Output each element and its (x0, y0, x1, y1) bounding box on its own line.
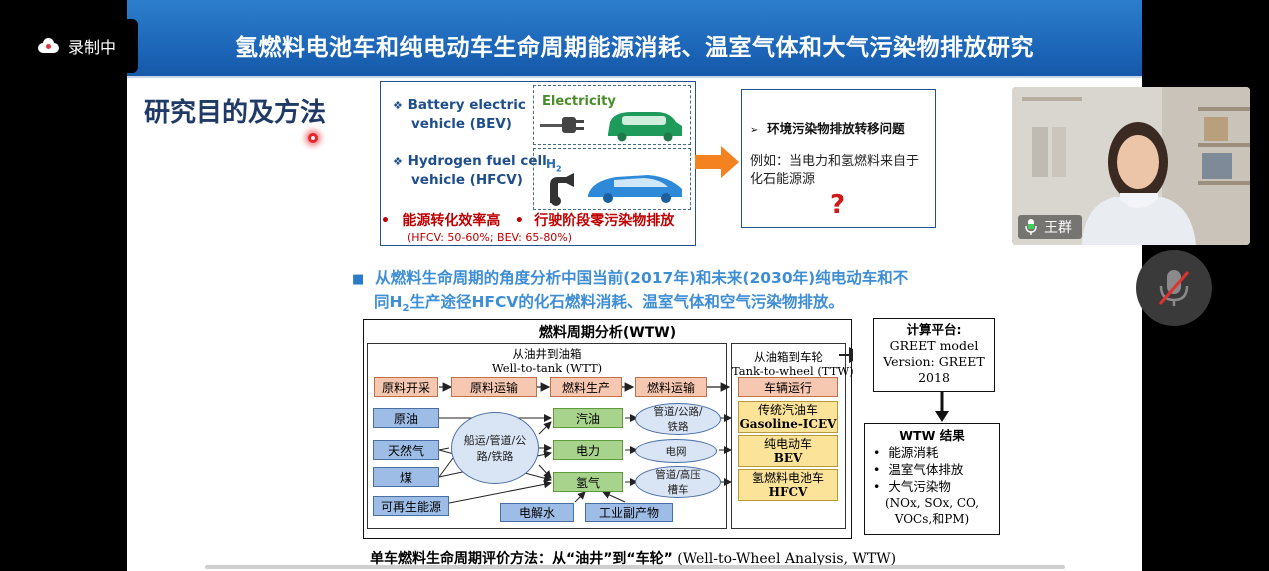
transport-ellipse: 船运/管道/公路/铁路 (451, 412, 539, 484)
question-mark: ? (830, 190, 846, 220)
results-title: WTW 结果 (899, 428, 965, 443)
platform-line2: Version: GREET (883, 354, 985, 369)
down-arrow-icon (935, 391, 949, 422)
efficiency-note: (HFCV: 50-60%; BEV: 65-80%) (407, 231, 573, 244)
wtt-title-en: Well-to-tank (WTT) (491, 361, 603, 375)
recording-indicator[interactable]: 录制中 (24, 19, 138, 73)
vehicle-types-box: ❖ Battery electric vehicle (BEV) ❖ Hydro… (380, 81, 696, 246)
section-title: 研究目的及方法 (144, 98, 327, 128)
wtw-title: 燃料周期分析(WTW) (538, 325, 677, 341)
stage-fuel-production: 燃料生产 (550, 377, 622, 397)
feedstock-coal: 煤 (373, 467, 439, 487)
stage-raw-transport: 原料运输 (451, 377, 537, 397)
ttw-title-en: Tank-to-wheel (TTW) (732, 364, 854, 378)
right-arrow-icon (695, 146, 739, 178)
stage-fuel-transport: 燃料运输 (635, 377, 707, 397)
platform-line1: GREET model (889, 338, 979, 353)
stage-raw-extraction: 原料开采 (374, 377, 438, 397)
feedstock-crude-oil: 原油 (373, 408, 439, 428)
mute-toggle-button[interactable] (1136, 250, 1212, 326)
participant-video-tile[interactable]: 王群 (1012, 87, 1250, 245)
wtt-title-cn: 从油井到油箱 (512, 347, 582, 361)
h2-source-byproduct: 工业副产物 (585, 503, 673, 522)
horizontal-scrollbar[interactable] (205, 565, 1065, 569)
stage-vehicle-operation: 车辆运行 (738, 377, 838, 397)
fuel-electricity: 电力 (553, 440, 623, 460)
fuel-gasoline: 汽油 (553, 408, 623, 428)
electricity-box: Electricity (533, 85, 691, 145)
hydrogen-car-icon (550, 173, 682, 206)
pollutants-line1: (NOx, SOx, CO, (884, 496, 979, 510)
presentation-slide: 氢燃料电池车和纯电动车生命周期能源消耗、温室气体和大气污染物排放研究 研究目的及… (127, 0, 1142, 571)
issue-example-2: 化石能源源 (750, 172, 816, 187)
transport-pipeline-road-rail: 管道/公路/铁路 (635, 403, 721, 435)
results-box: WTW 结果 • 能源消耗 • 温室气体排放 • 大气污染物 (NOx, SOx… (864, 423, 1000, 535)
plug-car-icon (540, 112, 682, 142)
ttw-panel: 从油箱到车轮 Tank-to-wheel (TTW) (731, 343, 854, 529)
recording-label: 录制中 (68, 38, 117, 57)
bev-label: ❖ Battery electric vehicle (BEV) (393, 97, 526, 132)
platform-box: 计算平台: GREET model Version: GREET 2018 (873, 318, 995, 392)
slide-title: 氢燃料电池车和纯电动车生命周期能源消耗、温室气体和大气污染物排放研究 (235, 35, 1034, 61)
laser-pointer (308, 133, 318, 143)
wtw-diagram: 燃料周期分析(WTW) (363, 319, 852, 539)
title-banner (127, 0, 1142, 76)
ttw-title-cn: 从油箱到车轮 (754, 350, 823, 364)
participant-name-tag: 王群 (1018, 215, 1082, 239)
banner-divider (127, 76, 1142, 78)
emission-transfer-box: ➢ 环境污染物排放转移问题 例如：当电力和氢燃料来自于 化石能源源 ? (741, 89, 936, 228)
wtt-panel: 从油井到油箱 Well-to-tank (WTT) (367, 343, 727, 529)
h2-source-electrolysis: 电解水 (500, 503, 574, 522)
cloud-recording-icon (36, 38, 60, 54)
fuel-hydrogen: 氢气 (553, 472, 623, 492)
feedstock-natural-gas: 天然气 (373, 440, 439, 460)
result-item-pollutants: • 大气污染物 (873, 479, 951, 494)
electricity-label: Electricity (542, 94, 616, 109)
h2-label: H2 (546, 157, 562, 174)
benefits-row: • 能源转化效率高 • 行驶阶段零污染物排放 (381, 213, 675, 229)
hfcv-label: ❖ Hydrogen fuel cell vehicle (HFCV) (393, 153, 547, 188)
participant-video (1012, 87, 1250, 245)
microphone-muted-icon (1158, 270, 1190, 306)
hydrogen-box: H2 (533, 148, 691, 210)
transport-pipeline-tube-trailer: 管道/高压槽车 (635, 466, 721, 498)
transport-grid: 电网 (635, 439, 717, 463)
feedstock-renewable: 可再生能源 (373, 496, 449, 516)
pollutants-line2: VOCs,和PM) (894, 512, 970, 526)
objective-text: ■ 从燃料生命周期的角度分析中国当前(2017年)和未来(2030年)纯电动车和… (352, 269, 909, 315)
result-item-ghg: • 温室气体排放 (873, 462, 964, 477)
issue-example-1: 例如：当电力和氢燃料来自于 (750, 154, 920, 169)
platform-title: 计算平台: (906, 322, 962, 337)
result-item-energy: • 能源消耗 (873, 445, 939, 460)
microphone-icon (1025, 219, 1037, 235)
issue-heading: ➢ 环境污染物排放转移问题 (750, 121, 905, 136)
participant-name: 王群 (1044, 220, 1072, 236)
platform-line3: 2018 (918, 370, 950, 385)
wtw-caption: 单车燃料生命周期评价方法：从“油井”到“车轮” (Well-to-Wheel A… (370, 551, 897, 567)
